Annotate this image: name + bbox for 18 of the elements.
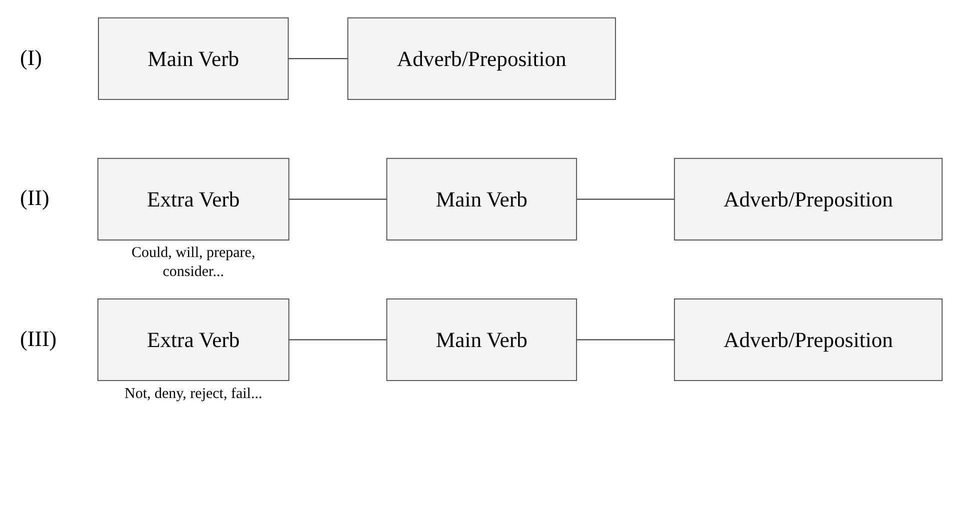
row-number: (I) (20, 44, 42, 71)
node-box: Main Verb (386, 158, 578, 240)
node-box: Extra Verb (97, 158, 290, 240)
example-words: Could, will, prepare, consider... (130, 244, 256, 282)
row-number: (II) (20, 185, 50, 212)
node-box: Adverb/Preposition (347, 17, 616, 100)
connector (576, 339, 675, 340)
node-box: Adverb/Preposition (674, 158, 943, 240)
connector (288, 58, 348, 60)
node-box: Main Verb (98, 17, 289, 100)
connector (288, 198, 388, 200)
example-words: Not, deny, reject, fail... (123, 384, 264, 404)
node-box: Adverb/Preposition (674, 298, 943, 382)
node-box: Extra Verb (97, 298, 290, 382)
row-number: (III) (20, 326, 57, 352)
connector (576, 198, 675, 200)
node-box: Main Verb (386, 298, 578, 382)
connector (288, 339, 388, 340)
